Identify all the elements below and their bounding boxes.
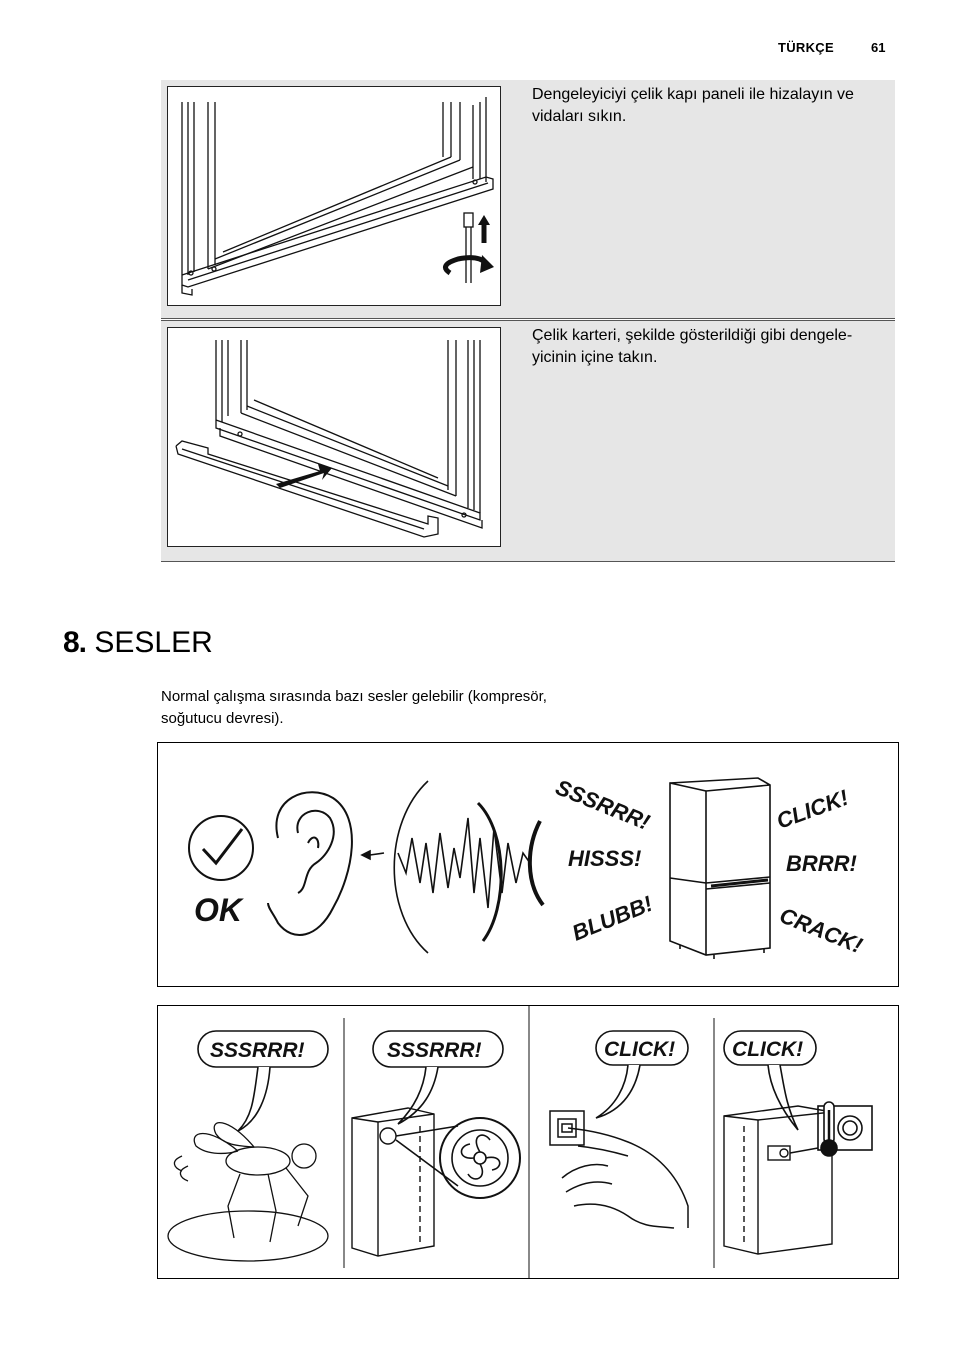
page-number: 61 [871,40,886,55]
speech-bubble-1 [197,1030,329,1132]
step-2-text: Çelik karteri, şekilde gösterildiği gibi… [532,327,853,366]
intro-text: Normal çalışma sırasında bazı sesler gel… [161,688,547,727]
check-icon [188,815,254,881]
step-row-2: Çelik karteri, şekilde gösterildiği gibi… [161,320,895,562]
fridge-icon [669,777,771,959]
step-row-1: Dengeleyiciyi çelik kapı paneli ile hiza… [161,80,895,319]
step-illustration-insert-cover [167,327,501,547]
speech-bubble-4 [723,1030,817,1131]
push-arrow-icon [276,464,332,488]
sound-wave-icon [360,780,545,954]
fan-icon [395,1117,521,1199]
section-number: 8. [63,626,87,659]
step-1-text: Dengeleyiciyi çelik kapı paneli ile hiza… [532,86,854,125]
speech-bubble-3 [595,1030,689,1119]
arrow-up-icon [478,215,490,243]
rotate-arrow-icon [443,255,488,276]
thermostat-icon [817,1101,873,1157]
sound-sources-illustration: SSSRRR! SSSRRR! [157,1005,899,1279]
sound-hisss: HISSS! [568,846,641,871]
hand-icon [561,1127,689,1229]
sound-brrr: BRRR! [786,851,857,876]
wall-switch-icon [549,1110,585,1146]
header-language: TÜRKÇE [778,40,834,55]
bubble-4-text: CLICK! [732,1038,803,1061]
sound-sssrrr: SSSRRR! [552,774,653,834]
sound-click: CLICK! [773,785,852,834]
speech-bubble-2 [372,1030,504,1125]
bubble-1-text: SSSRRR! [210,1039,305,1062]
ok-label: OK [194,892,245,928]
ear-icon [267,791,353,936]
step-illustration-align-plinth [167,86,501,306]
sound-blubb: BLUBB! [569,891,657,946]
fly-icon [167,1121,329,1262]
normal-sounds-illustration: OK SSSRRR! HISSS! BLUBB! [157,742,899,987]
fridge-side-icon [351,1107,435,1257]
sound-crack: CRACK! [776,902,866,958]
bubble-2-text: SSSRRR! [387,1039,482,1062]
bubble-3-text: CLICK! [604,1038,675,1061]
section-title: 8. SESLER [63,626,213,660]
section-heading: SESLER [94,626,213,659]
fridge-thermostat-side-icon [723,1105,833,1255]
